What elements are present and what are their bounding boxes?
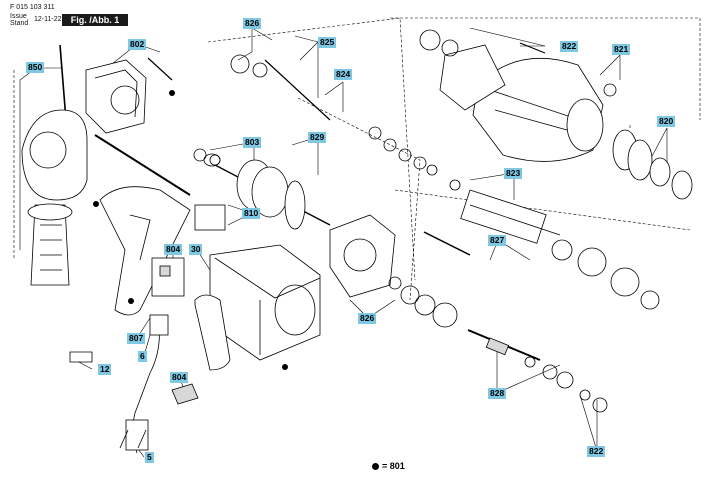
legend: = 801 [372,461,405,471]
callout-802: 802 [128,39,147,50]
cable-part [119,314,169,454]
armature-part [203,153,331,230]
callout-807: 807 [127,333,146,344]
callout-822-top: 822 [560,41,579,52]
callout-30: 30 [189,244,203,255]
gear-housing-part [472,57,604,162]
callout-824: 824 [334,69,353,80]
callout-803: 803 [243,137,262,148]
stator-part [85,59,147,134]
callout-804-mid: 804 [164,244,183,255]
callout-829: 829 [308,132,327,143]
stand-label: Stand [10,20,29,27]
callout-6: 6 [138,351,147,362]
callout-828: 828 [488,388,507,399]
callout-12: 12 [98,364,112,375]
assembly-boundary-lines [13,17,701,301]
washer-chain [193,29,660,413]
legend-text: = 801 [382,461,405,471]
strain-relief-part [69,351,93,363]
grip-part [194,294,231,371]
figure-label: Fig. /Abb. 1 [62,14,128,26]
callout-827: 827 [488,235,507,246]
801-markers [93,90,288,370]
side-handle-part [21,109,88,286]
callout-826-bottom: 826 [358,313,377,324]
gear-housing-flange [329,214,396,298]
issue-label: Issue [10,13,27,20]
intermediate-shaft-part [467,329,541,361]
drawing-number: F 015 103 311 [10,4,55,11]
callout-822-bottom: 822 [587,446,606,457]
callout-850: 850 [26,62,45,73]
callout-5: 5 [145,452,154,463]
spindle-part [460,189,561,244]
switch-part [151,204,226,297]
carbon-brush-part [171,383,199,405]
legend-dot-icon [372,463,379,471]
callout-825: 825 [318,37,337,48]
callout-823: 823 [504,168,523,179]
callout-826-top: 826 [243,18,262,29]
issue-date: 12-11-22 [34,16,62,23]
gasket-part [439,44,506,111]
chuck-part [612,129,693,200]
callout-810: 810 [242,208,261,219]
callout-820: 820 [657,116,676,127]
callout-804-bottom: 804 [170,372,189,383]
callout-821: 821 [612,44,631,55]
